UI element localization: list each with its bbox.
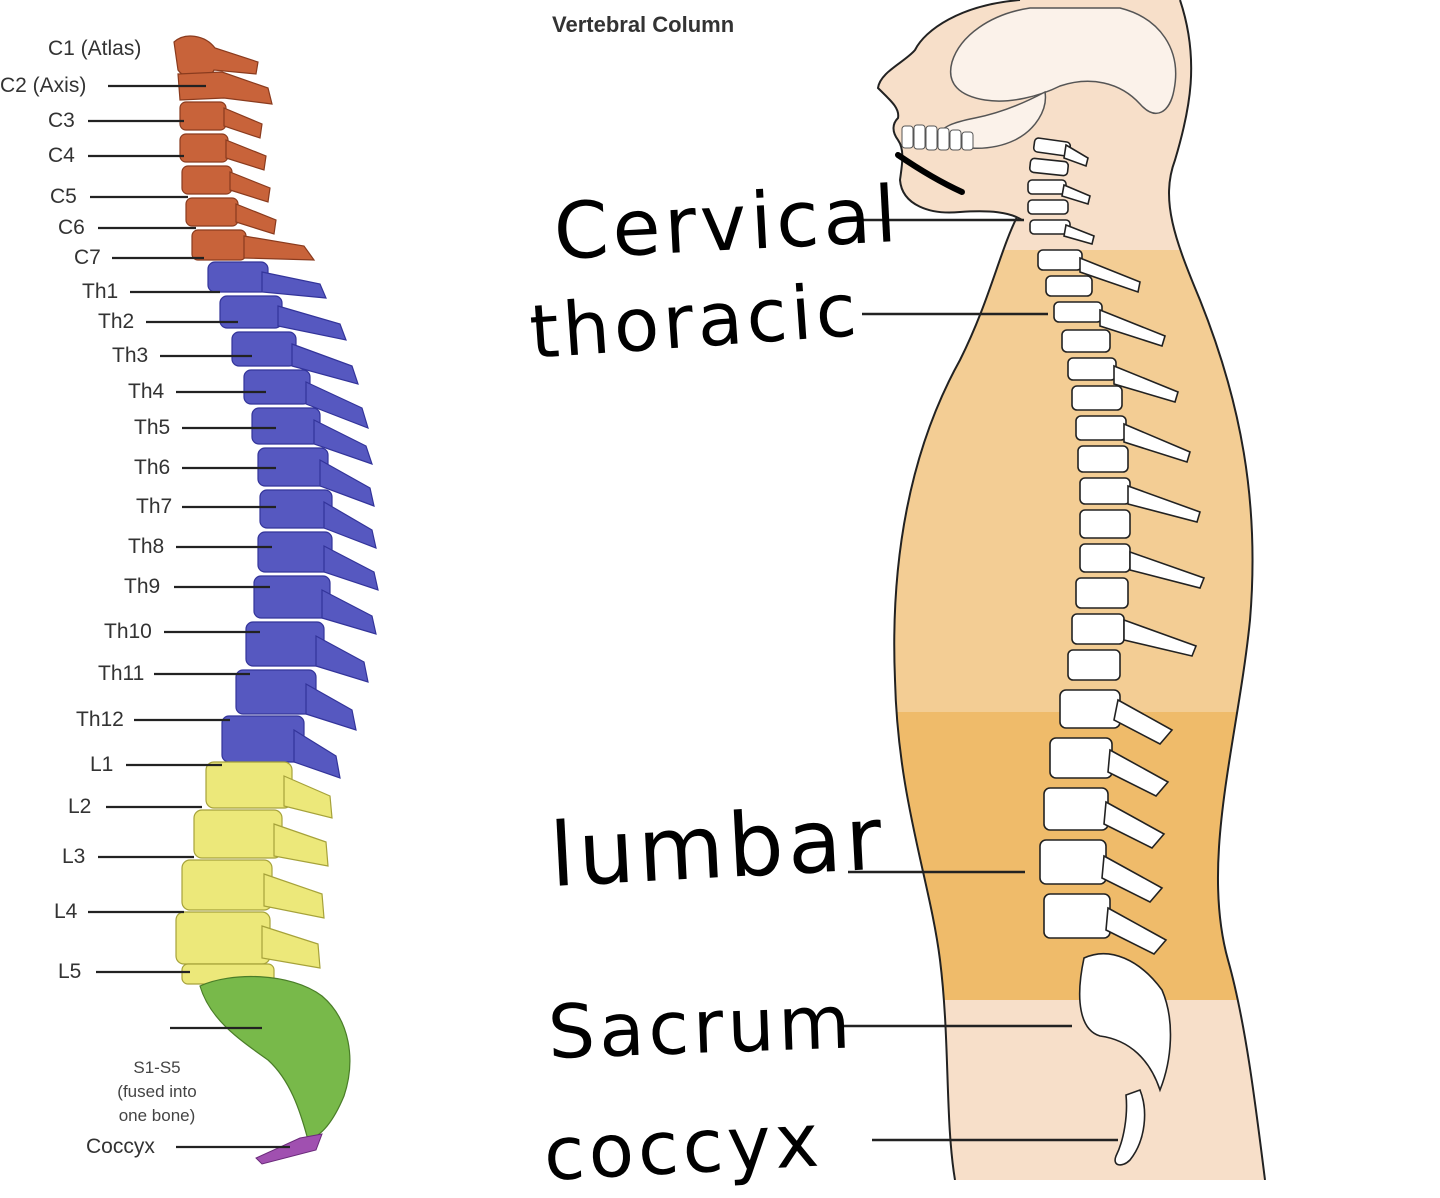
spine-line-art [1027, 137, 1206, 1166]
label-l4: L4 [54, 900, 78, 923]
label-th12: Th12 [76, 708, 124, 731]
handwritten-lumbar: lumbar [547, 786, 889, 907]
label-c2: C2 (Axis) [0, 74, 87, 97]
handwritten-thoracic: thoracic [527, 267, 864, 376]
label-th8: Th8 [128, 535, 165, 558]
label-th11: Th11 [98, 662, 145, 685]
sacral-note: S1-S5 (fused into one bone) [92, 1056, 222, 1128]
label-c6: C6 [58, 216, 85, 239]
diagram-title: Vertebral Column [552, 12, 735, 37]
label-l5: L5 [58, 960, 82, 983]
label-l2: L2 [68, 795, 92, 818]
label-c4: C4 [48, 144, 75, 167]
vertebra-pointer-lines [88, 84, 290, 1149]
label-c1: C1 (Atlas) [48, 37, 142, 60]
handwritten-coccyx: coccyx [541, 1097, 825, 1198]
label-th6: Th6 [134, 456, 171, 479]
thoracic-segment [207, 261, 379, 779]
label-th7: Th7 [136, 495, 173, 518]
coccyx-segment [255, 1133, 323, 1165]
label-l3: L3 [62, 845, 86, 868]
sacral-note-line-1: S1-S5 [133, 1058, 181, 1077]
sacral-note-line-3: one bone) [118, 1106, 196, 1125]
label-coccyx: Coccyx [86, 1135, 155, 1158]
label-th3: Th3 [112, 344, 149, 367]
sacrum-segment [199, 975, 351, 1141]
label-c5: C5 [50, 185, 77, 208]
label-th5: Th5 [134, 416, 171, 439]
label-th2: Th2 [98, 310, 135, 333]
handwritten-cervical: Cervical [551, 169, 903, 278]
label-th4: Th4 [128, 380, 165, 403]
label-th1: Th1 [82, 280, 119, 303]
label-th10: Th10 [104, 620, 152, 643]
cervical-segment [173, 35, 316, 261]
lumbar-segment [175, 761, 333, 985]
handwritten-sacrum: Sacrum [546, 979, 856, 1076]
label-c7: C7 [74, 246, 101, 269]
handwritten-pointer-lines [840, 218, 1118, 1142]
label-c3: C3 [48, 109, 75, 132]
teeth [901, 124, 974, 151]
label-th9: Th9 [124, 575, 161, 598]
label-l1: L1 [90, 753, 114, 776]
sacral-note-line-2: (fused into [117, 1082, 197, 1101]
colored-spine [173, 35, 379, 1165]
